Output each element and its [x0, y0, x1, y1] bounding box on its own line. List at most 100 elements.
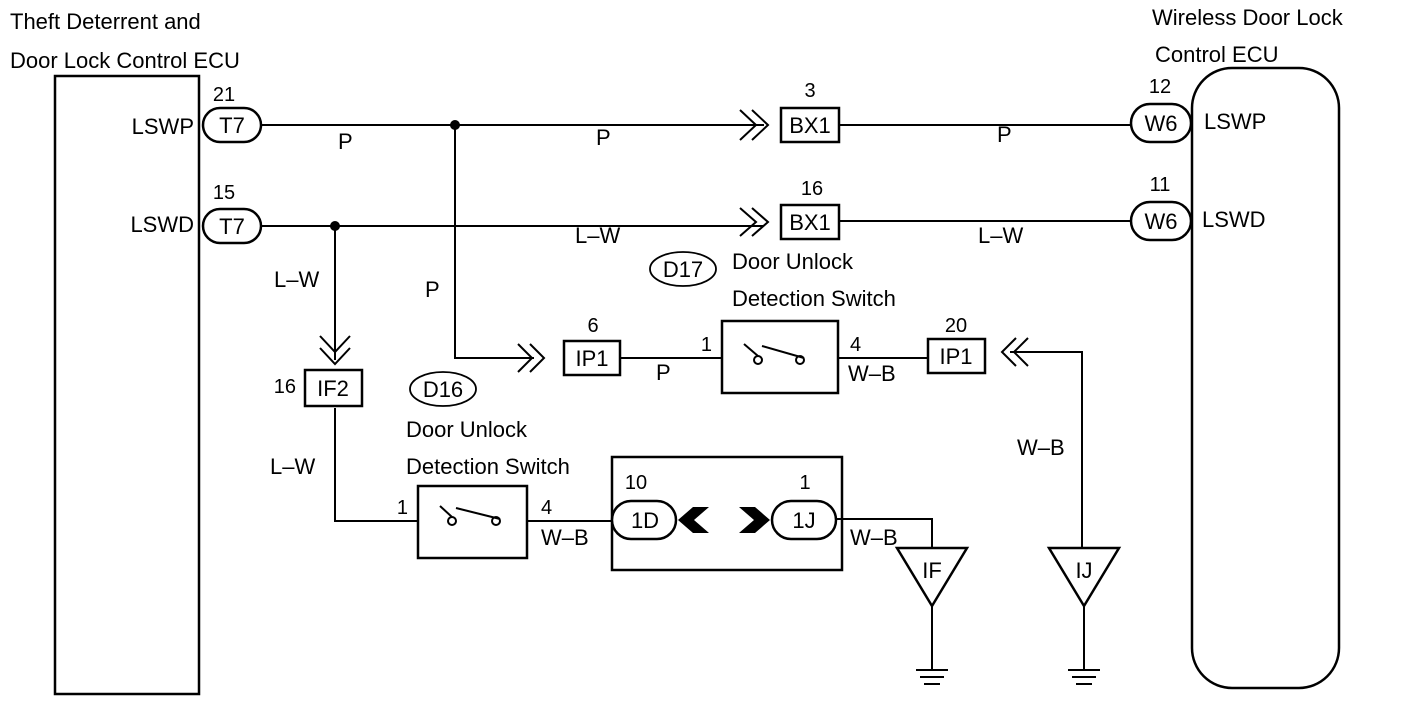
c1d-id: 1D [631, 508, 659, 533]
c1j-chevron-icon [739, 507, 770, 533]
w6-top-body [1129, 102, 1193, 144]
wire-label-p-5: P [656, 360, 671, 385]
chevron-ip1-right-b [1012, 337, 1029, 367]
if2-id: IF2 [317, 376, 349, 401]
ground-ij-triangle [1046, 546, 1122, 609]
d17-lead [743, 343, 759, 357]
ip1-left-id: IP1 [575, 346, 608, 371]
d16-pin-out: 4 [541, 497, 552, 519]
c1d-pin: 10 [625, 472, 647, 494]
chevron-bx1-bottom-a [739, 207, 758, 237]
t7-bottom-id: T7 [219, 214, 245, 239]
connector-w6-bottom: 11 W6 [1129, 174, 1193, 242]
left-ecu-lswp-label: LSWP [132, 114, 194, 139]
if2-body [303, 368, 364, 408]
connector-ip1-left: 6 IP1 [562, 315, 622, 377]
wire-label-p-2: P [596, 125, 611, 150]
d17-switch-body [720, 319, 840, 395]
wires [262, 124, 1130, 548]
ip1-left-body [562, 339, 622, 377]
bx1-top-id: BX1 [789, 113, 831, 138]
junction-lswd [330, 221, 340, 231]
d16-switch-body [416, 484, 529, 560]
w6-top-pin: 12 [1149, 76, 1171, 98]
wire-wb-ij [1010, 351, 1083, 548]
wire-label-wb-3: W–B [541, 525, 589, 550]
right-ecu-box [1190, 66, 1341, 690]
wire-label-lw-4: L–W [270, 454, 315, 479]
d17-pin-in: 1 [701, 334, 712, 356]
t7-top-pin: 21 [213, 84, 235, 106]
wire-label-p-1: P [338, 129, 353, 154]
ground-ij-label: IJ [1075, 558, 1092, 583]
chevron-ip1-left-b [529, 343, 546, 373]
t7-bottom-pin: 15 [213, 182, 235, 204]
d16-contact-1 [447, 516, 457, 526]
d16-lead [439, 505, 453, 518]
left-ecu-box [53, 74, 201, 696]
w6-top-id: W6 [1145, 111, 1178, 136]
connector-bx1-bottom: 16 BX1 [779, 178, 841, 241]
chevron-ip1-left-a [517, 343, 534, 373]
right-ecu-lswp-label: LSWP [1204, 109, 1266, 134]
right-ecu-lswd-label: LSWD [1202, 207, 1266, 232]
chevron-bx1-bottom-b [751, 207, 770, 237]
junction-connector-1d-1j: 10 1 1D 1J [610, 455, 844, 572]
d17-contact-1 [753, 355, 763, 365]
connector-chevrons [319, 109, 1029, 373]
d16-label-line2: Detection Switch [406, 454, 570, 479]
switch-d16: D16 Door Unlock Detection Switch 1 4 [397, 371, 570, 560]
c1j-body [770, 499, 838, 541]
d16-label-line1: Door Unlock [406, 417, 528, 442]
junction-lswp [450, 120, 460, 130]
wire-wb-if [836, 518, 933, 548]
theft-deterrent-ecu: Theft Deterrent and Door Lock Control EC… [10, 9, 240, 696]
d17-code: D17 [663, 257, 703, 282]
bx1-bottom-id: BX1 [789, 210, 831, 235]
connector-if2: 16 IF2 [274, 368, 364, 408]
d16-code-badge [409, 371, 477, 407]
switch-d17: D17 Door Unlock Detection Switch 1 4 [649, 249, 896, 395]
d17-blade [761, 345, 805, 359]
wire-color-labels: P P P L–W L–W L–W P P W–B W–B L–W W–B W–… [270, 122, 1065, 550]
d17-label-line2: Detection Switch [732, 286, 896, 311]
w6-bottom-id: W6 [1145, 209, 1178, 234]
w6-bottom-body [1129, 200, 1193, 242]
ground-if-triangle [894, 546, 970, 609]
d17-code-badge [649, 251, 717, 287]
wireless-door-lock-ecu: Wireless Door Lock Control ECU LSWP LSWD [1152, 5, 1344, 690]
c1j-pin: 1 [799, 472, 810, 494]
t7-top-id: T7 [219, 113, 245, 138]
wire-label-p-4: P [425, 277, 440, 302]
connector-t7-top: 21 T7 [201, 84, 263, 144]
d17-pin-out: 4 [850, 334, 861, 356]
bx1-top-body [779, 106, 841, 144]
left-ecu-title-line2: Door Lock Control ECU [10, 48, 240, 73]
chevron-bx1-top-a [739, 109, 758, 141]
ip1-right-id: IP1 [939, 344, 972, 369]
bx1-bottom-body [779, 203, 841, 241]
ground-ij: IJ [1046, 546, 1122, 685]
connector-w6-top: 12 W6 [1129, 76, 1193, 144]
right-ecu-title-line2: Control ECU [1155, 42, 1278, 67]
connector-ip1-right: 20 IP1 [926, 315, 987, 375]
wire-label-p-3: P [997, 122, 1012, 147]
ground-if-label: IF [922, 558, 942, 583]
wire-label-wb-1: W–B [848, 361, 896, 386]
bx1-top-pin: 3 [804, 80, 815, 102]
d16-blade [455, 507, 501, 520]
connector-bx1-top: 3 BX1 [779, 80, 841, 144]
chevron-bx1-top-b [751, 109, 770, 141]
wire-label-wb-4: W–B [850, 525, 898, 550]
chevron-if2-b [319, 347, 351, 366]
d17-label-line1: Door Unlock [732, 249, 854, 274]
left-ecu-title-line1: Theft Deterrent and [10, 9, 201, 34]
c1d-chevron-icon [678, 507, 709, 533]
chevron-if2-a [319, 335, 351, 354]
wire-p-branch [454, 125, 534, 359]
bx1-bottom-pin: 16 [801, 178, 823, 200]
d16-pin-in: 1 [397, 497, 408, 519]
t7-top-body [201, 106, 263, 144]
ground-if: IF [894, 546, 970, 685]
